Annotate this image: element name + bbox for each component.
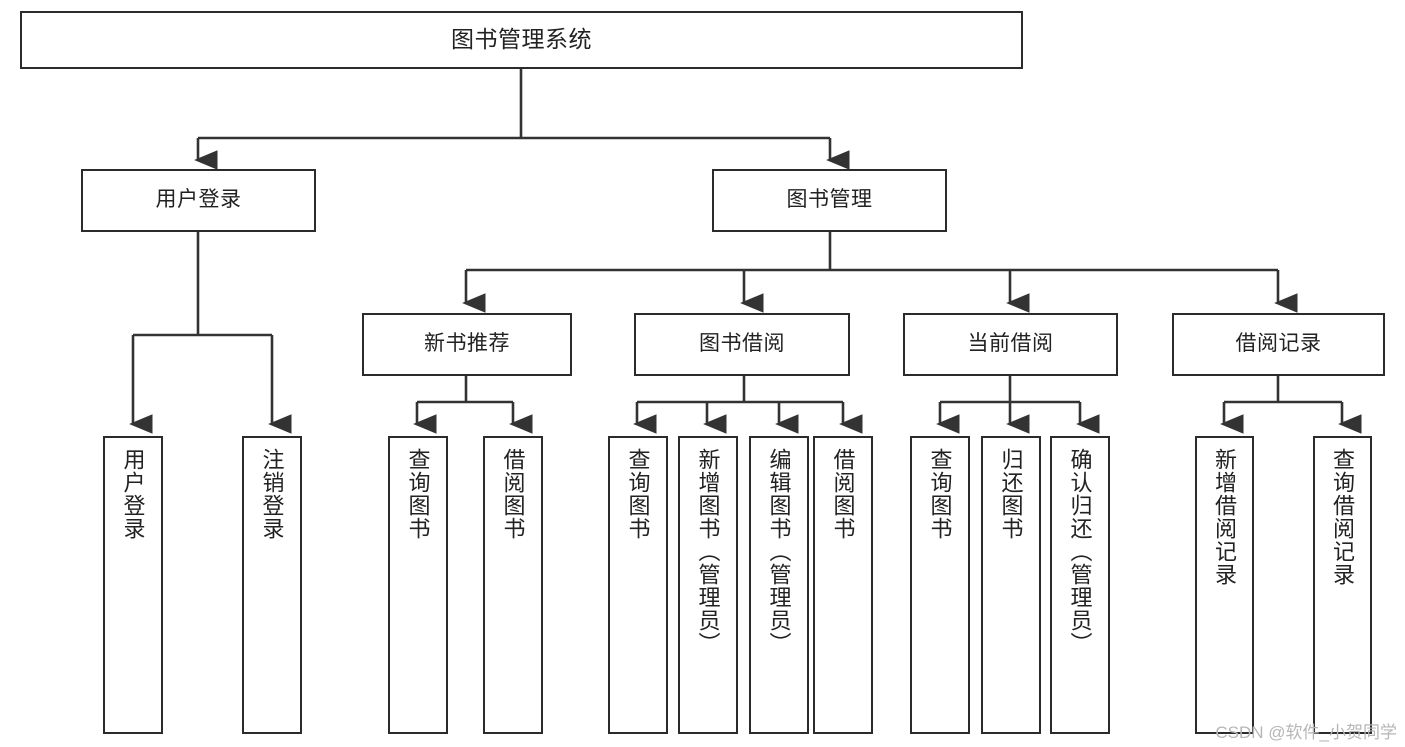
- leaf-current-borrow-confirm[interactable]: 确认归还（管理员）: [1050, 436, 1110, 734]
- node-label: 当前借阅: [967, 332, 1054, 356]
- node-label: 归还图书: [998, 448, 1024, 540]
- leaf-user-login-logout[interactable]: 注销登录: [242, 436, 302, 734]
- leaf-user-login-login[interactable]: 用户登录: [103, 436, 163, 734]
- node-current-borrow[interactable]: 当前借阅: [903, 313, 1118, 376]
- node-book-borrow[interactable]: 图书借阅: [634, 313, 850, 376]
- node-label: 查询图书: [625, 448, 651, 540]
- node-label: 编辑图书（管理员）: [766, 448, 792, 655]
- node-label: 注销登录: [259, 448, 285, 540]
- leaf-borrow-record-query[interactable]: 查询借阅记录: [1313, 436, 1372, 734]
- node-label: 图书管理: [786, 188, 873, 212]
- node-label: 图书借阅: [699, 332, 785, 356]
- node-new-book-recommend[interactable]: 新书推荐: [362, 313, 572, 376]
- node-label: 图书管理系统: [451, 26, 592, 53]
- node-label: 查询图书: [405, 448, 431, 540]
- leaf-new-book-query[interactable]: 查询图书: [388, 436, 448, 734]
- node-label: 用户登录: [120, 448, 146, 540]
- node-label: 借阅图书: [500, 448, 526, 540]
- node-label: 新增借阅记录: [1212, 448, 1238, 586]
- node-label: 新增图书（管理员）: [695, 448, 721, 655]
- node-root-system[interactable]: 图书管理系统: [20, 11, 1023, 69]
- node-label: 借阅记录: [1235, 332, 1322, 356]
- leaf-new-book-borrow[interactable]: 借阅图书: [483, 436, 543, 734]
- leaf-current-borrow-return[interactable]: 归还图书: [981, 436, 1041, 734]
- csdn-watermark: CSDN @软件_小贺同学: [1215, 723, 1397, 742]
- node-label: 新书推荐: [424, 332, 510, 356]
- node-label: 查询图书: [927, 448, 953, 540]
- node-label: 借阅图书: [830, 448, 856, 540]
- node-label: 用户登录: [155, 188, 242, 212]
- leaf-borrow-record-add[interactable]: 新增借阅记录: [1195, 436, 1254, 734]
- node-user-login[interactable]: 用户登录: [81, 169, 316, 232]
- leaf-book-borrow-add[interactable]: 新增图书（管理员）: [678, 436, 738, 734]
- node-book-manage[interactable]: 图书管理: [712, 169, 947, 232]
- node-label: 确认归还（管理员）: [1067, 448, 1093, 655]
- leaf-book-borrow-edit[interactable]: 编辑图书（管理员）: [749, 436, 809, 734]
- leaf-current-borrow-query[interactable]: 查询图书: [910, 436, 970, 734]
- leaf-book-borrow-borrow[interactable]: 借阅图书: [813, 436, 873, 734]
- node-borrow-record[interactable]: 借阅记录: [1172, 313, 1385, 376]
- node-label: 查询借阅记录: [1330, 448, 1356, 586]
- leaf-book-borrow-query[interactable]: 查询图书: [608, 436, 668, 734]
